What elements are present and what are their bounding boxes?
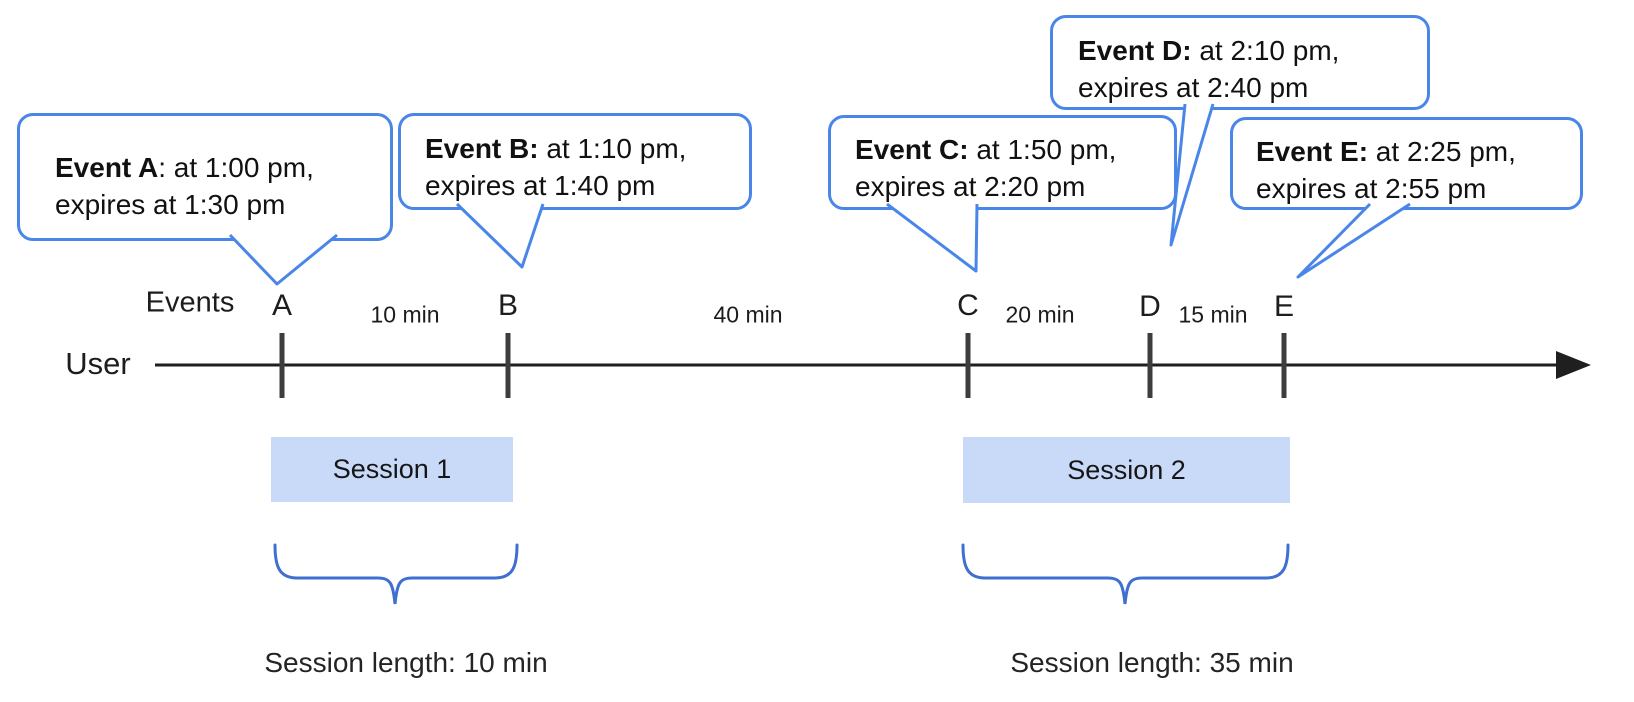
event-d-callout-text: Event D: at 2:10 pm,expires at 2:40 pm (1078, 35, 1340, 103)
events-axis-label: Events (145, 286, 235, 319)
event-b-callout-text: Event B: at 1:10 pm,expires at 1:40 pm (425, 133, 687, 201)
session-2-length-label: Session length: 35 min (1010, 647, 1294, 678)
event-label-c: C (957, 289, 979, 322)
event-a-callout-text: Event A: at 1:00 pm,expires at 1:30 pm (55, 152, 314, 220)
interval-label-b-c: 40 min (713, 301, 783, 328)
user-label: User (65, 346, 131, 381)
session-1-length-label: Session length: 10 min (264, 647, 548, 678)
event-c-callout-text: Event C: at 1:50 pm,expires at 2:20 pm (855, 134, 1117, 202)
tick-event-b (505, 333, 511, 398)
event-d-callout: Event D: at 2:10 pm,expires at 2:40 pm (1050, 15, 1430, 110)
event-e-callout-text: Event E: at 2:25 pm,expires at 2:55 pm (1256, 136, 1516, 204)
event-label-d: D (1139, 290, 1161, 323)
session-1-brace (273, 543, 519, 605)
session-2-label: Session 2 (1067, 454, 1186, 485)
session-1-box: Session 1 (271, 437, 513, 502)
event-e-callout: Event E: at 2:25 pm,expires at 2:55 pm (1230, 117, 1583, 210)
event-a-callout-tail (228, 233, 338, 286)
event-label-e: E (1273, 290, 1295, 323)
event-d-callout-tail (1169, 103, 1215, 247)
event-b-callout-tail (455, 202, 545, 269)
event-b-callout: Event B: at 1:10 pm,expires at 1:40 pm (398, 113, 752, 210)
tick-event-e (1281, 333, 1287, 398)
tick-event-c (965, 333, 971, 398)
session-2-box: Session 2 (963, 437, 1290, 503)
tick-event-a (279, 333, 285, 398)
session-2-brace (961, 543, 1290, 605)
interval-label-d-e: 15 min (1178, 301, 1248, 328)
event-label-b: B (497, 289, 519, 322)
event-c-callout: Event C: at 1:50 pm,expires at 2:20 pm (828, 115, 1177, 210)
interval-label-a-b: 10 min (370, 301, 440, 328)
event-label-a: A (271, 289, 293, 322)
session-1-label: Session 1 (332, 454, 452, 484)
event-c-callout-tail (886, 202, 979, 273)
tick-event-d (1147, 333, 1153, 398)
timeline-arrowhead-icon (1556, 351, 1591, 379)
event-a-callout: Event A: at 1:00 pm,expires at 1:30 pm (17, 113, 393, 241)
event-e-callout-tail (1296, 202, 1411, 279)
interval-label-c-d: 20 min (1005, 301, 1075, 328)
